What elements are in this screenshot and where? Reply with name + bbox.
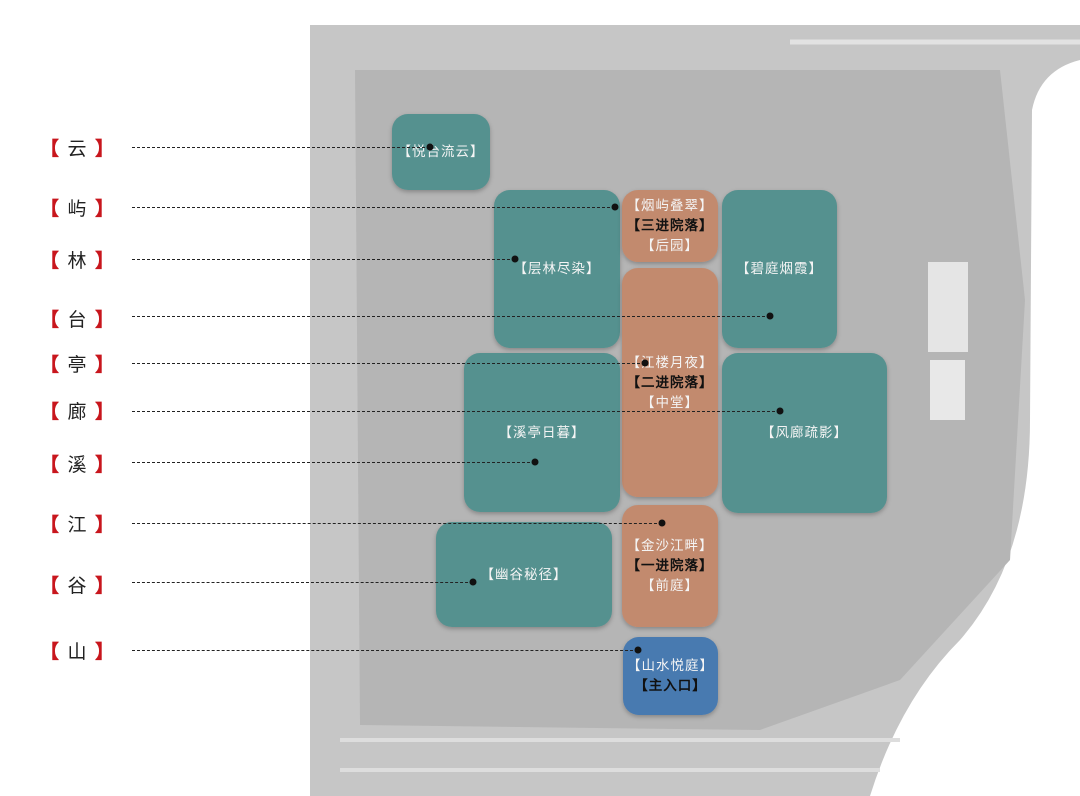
zone-jianglou: 【江楼月夜】【二进院落】【中堂】 <box>622 268 718 497</box>
zone-yougu: 【幽谷秘径】 <box>436 522 612 627</box>
zone-fenglang: 【风廊疏影】 <box>722 353 887 513</box>
leader-line-xi <box>132 462 535 463</box>
legend-item-ting: 【亭】 <box>40 353 114 376</box>
leader-line-gu <box>132 582 473 583</box>
legend-item-tai: 【台】 <box>40 308 114 331</box>
zone-cenglin: 【层林尽染】 <box>494 190 620 348</box>
leader-line-yun <box>132 147 430 148</box>
leader-dot-gu <box>469 578 477 586</box>
leader-line-shan <box>132 650 638 651</box>
leader-dot-yun <box>426 143 434 151</box>
leader-dot-ting <box>641 359 649 367</box>
leader-line-lang <box>132 411 780 412</box>
legend-item-xi: 【溪】 <box>40 453 114 476</box>
legend-item-lang: 【廊】 <box>40 400 114 423</box>
leader-line-lin <box>132 259 515 260</box>
leader-dot-jiang <box>658 519 666 527</box>
zone-shanshui: 【山水悦庭】【主入口】 <box>623 637 718 715</box>
leader-dot-tai <box>766 312 774 320</box>
leader-dot-lang <box>776 407 784 415</box>
legend-item-lin: 【林】 <box>40 249 114 272</box>
zone-jinsha: 【金沙江畔】【一进院落】【前庭】 <box>622 505 718 627</box>
leader-line-tai <box>132 316 770 317</box>
leader-dot-yu <box>611 203 619 211</box>
zone-yanyu: 【烟屿叠翠】【三进院落】【后园】 <box>622 190 718 262</box>
leader-dot-xi <box>531 458 539 466</box>
legend-item-jiang: 【江】 <box>40 513 114 536</box>
legend-item-yu: 【屿】 <box>40 197 114 220</box>
leader-line-yu <box>132 207 615 208</box>
zone-biting: 【碧庭烟霞】 <box>722 190 837 348</box>
zone-yuetai: 【悦台流云】 <box>392 114 490 190</box>
zone-xiting: 【溪亭日暮】 <box>464 353 620 512</box>
leader-dot-lin <box>511 255 519 263</box>
leader-line-ting <box>132 363 645 364</box>
legend-item-shan: 【山】 <box>40 640 114 663</box>
legend-item-yun: 【云】 <box>40 137 114 160</box>
leader-dot-shan <box>634 646 642 654</box>
legend-item-gu: 【谷】 <box>40 574 114 597</box>
leader-line-jiang <box>132 523 662 524</box>
